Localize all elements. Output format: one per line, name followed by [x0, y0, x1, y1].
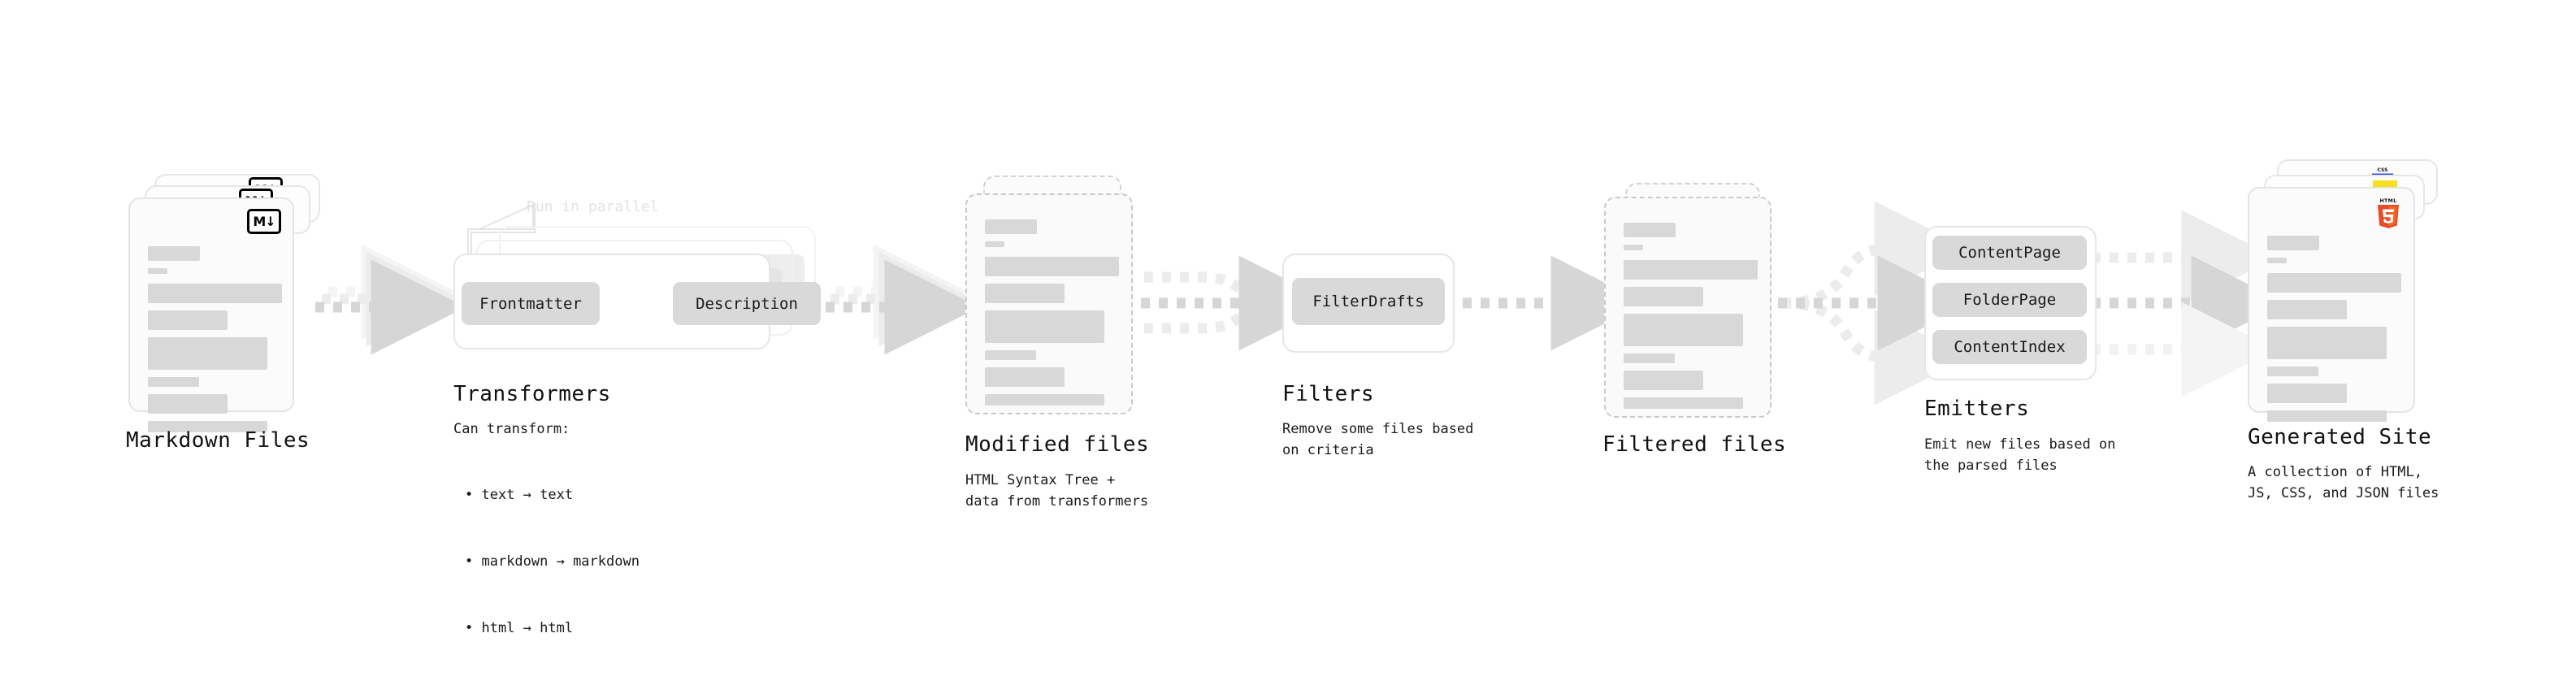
caption-filters: Remove some files based on criteria: [1282, 421, 1474, 459]
connector-emitters-to-site: [2092, 210, 2287, 397]
stage-title-modified-files: Modified files: [965, 432, 1150, 457]
bullet-dot: •: [465, 487, 482, 504]
chip-frontmatter[interactable]: Frontmatter: [462, 282, 600, 325]
document-card-modified: [965, 193, 1133, 414]
stage-title-emitters: Emitters: [1924, 397, 2030, 421]
stage-title-markdown-files: Markdown Files: [126, 428, 310, 453]
chip-contentindex[interactable]: ContentIndex: [1932, 330, 2087, 364]
caption-transformers-intro: Can transform:: [453, 421, 570, 437]
caption-emitters: Emit new files based on the parsed files: [1924, 436, 2116, 475]
bullet-dot: •: [465, 553, 482, 570]
html5-badge: HTML: [2378, 198, 2399, 228]
caption-generated-site: A collection of HTML, JS, CSS, and JSON …: [2248, 464, 2439, 502]
svg-text:HTML: HTML: [2379, 198, 2396, 204]
stage-title-transformers: Transformers: [453, 382, 611, 406]
connector-transformers-to-modified: [826, 244, 980, 355]
stage-title-filters: Filters: [1282, 382, 1375, 406]
document-card-filtered: [1604, 197, 1772, 418]
document-card-site: HTML: [2248, 187, 2415, 422]
caption-transformers-bullets: • text → text • markdown → markdown • ht…: [465, 440, 640, 661]
skeleton-lines: [2267, 236, 2401, 429]
bullet-markdown-to-markdown: • markdown → markdown: [465, 529, 640, 573]
bullet-label: markdown → markdown: [481, 553, 640, 570]
svg-text:CSS: CSS: [2378, 167, 2388, 173]
chip-contentpage[interactable]: ContentPage: [1932, 236, 2087, 270]
stage-title-generated-site: Generated Site: [2248, 425, 2432, 449]
chip-filterdrafts[interactable]: FilterDrafts: [1292, 278, 1445, 325]
skeleton-lines: [148, 246, 282, 440]
chip-folderpage[interactable]: FolderPage: [1932, 283, 2087, 317]
chip-description[interactable]: Description: [673, 282, 821, 325]
skeleton-lines: [1624, 223, 1758, 416]
document-card-markdown: M↓: [128, 197, 294, 432]
connector-markdown-to-transformers: [315, 244, 466, 355]
markdown-badge: M↓: [247, 209, 281, 234]
bullet-label: html → html: [481, 619, 574, 636]
bullet-text-to-text: • text → text: [465, 462, 640, 506]
connector-filtered-to-emitters: [1778, 201, 1973, 406]
stage-title-filtered-files: Filtered files: [1602, 432, 1787, 457]
connector-modified-to-filters: [1141, 255, 1334, 351]
caption-modified-files: HTML Syntax Tree + data from transformer…: [965, 472, 1149, 510]
bullet-label: text → text: [481, 487, 574, 504]
bullet-dot: •: [465, 619, 482, 636]
bullet-html-to-html: • html → html: [465, 595, 640, 639]
run-in-parallel-label: Run in parallel: [527, 198, 659, 215]
skeleton-lines: [985, 219, 1119, 413]
